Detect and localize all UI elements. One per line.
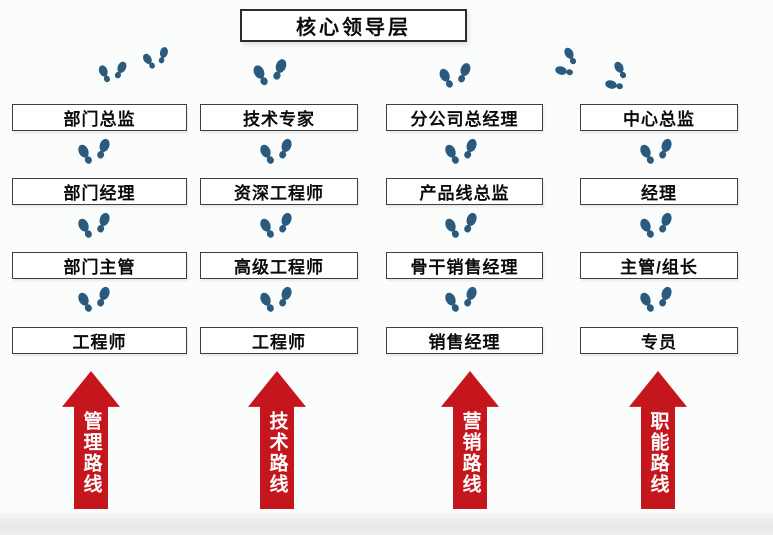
arrow-label: 管理路线 — [80, 411, 102, 495]
footsteps-icon — [439, 137, 485, 173]
technology-path-arrow: 技术路线 — [248, 371, 306, 509]
footsteps-icon — [254, 285, 300, 321]
level-box-management-4: 工程师 — [12, 327, 187, 354]
footsteps-icon — [430, 62, 482, 96]
level-box-marketing-1: 分公司总经理 — [386, 104, 543, 131]
footsteps-icon — [72, 211, 118, 247]
arrow-label: 营销路线 — [459, 411, 481, 495]
level-box-marketing-4: 销售经理 — [386, 327, 543, 354]
footsteps-icon — [92, 59, 134, 92]
management-path-arrow: 管理路线 — [62, 371, 120, 509]
functional-path-arrow: 职能路线 — [629, 371, 687, 509]
footsteps-icon — [634, 285, 680, 321]
level-box-marketing-3: 骨干销售经理 — [386, 252, 543, 279]
footsteps-icon — [634, 211, 680, 247]
footsteps-icon — [254, 137, 300, 173]
level-box-technology-2: 资深工程师 — [200, 178, 358, 205]
level-box-functional-2: 经理 — [580, 178, 738, 205]
level-box-management-2: 部门经理 — [12, 178, 187, 205]
level-box-functional-4: 专员 — [580, 327, 738, 354]
footsteps-icon — [72, 285, 118, 321]
footsteps-icon — [439, 211, 485, 247]
footsteps-icon — [137, 45, 178, 77]
level-box-functional-1: 中心总监 — [580, 104, 738, 131]
footsteps-icon — [634, 137, 680, 173]
footsteps-icon — [72, 137, 118, 173]
footsteps-icon — [594, 53, 646, 105]
footsteps-icon — [246, 58, 296, 94]
slide-bottom-band — [0, 513, 773, 535]
footsteps-icon — [439, 285, 485, 321]
core-leadership-box: 核心领导层 — [240, 9, 467, 42]
arrow-label: 技术路线 — [266, 411, 288, 495]
level-box-marketing-2: 产品线总监 — [386, 178, 543, 205]
level-box-management-1: 部门总监 — [12, 104, 187, 131]
level-box-management-3: 部门主管 — [12, 252, 187, 279]
level-box-technology-3: 高级工程师 — [200, 252, 358, 279]
footsteps-icon — [254, 211, 300, 247]
footsteps-icon — [544, 39, 596, 91]
marketing-path-arrow: 营销路线 — [441, 371, 499, 509]
level-box-technology-1: 技术专家 — [200, 104, 358, 131]
level-box-technology-4: 工程师 — [200, 327, 358, 354]
arrow-label: 职能路线 — [647, 411, 669, 495]
level-box-functional-3: 主管/组长 — [580, 252, 738, 279]
